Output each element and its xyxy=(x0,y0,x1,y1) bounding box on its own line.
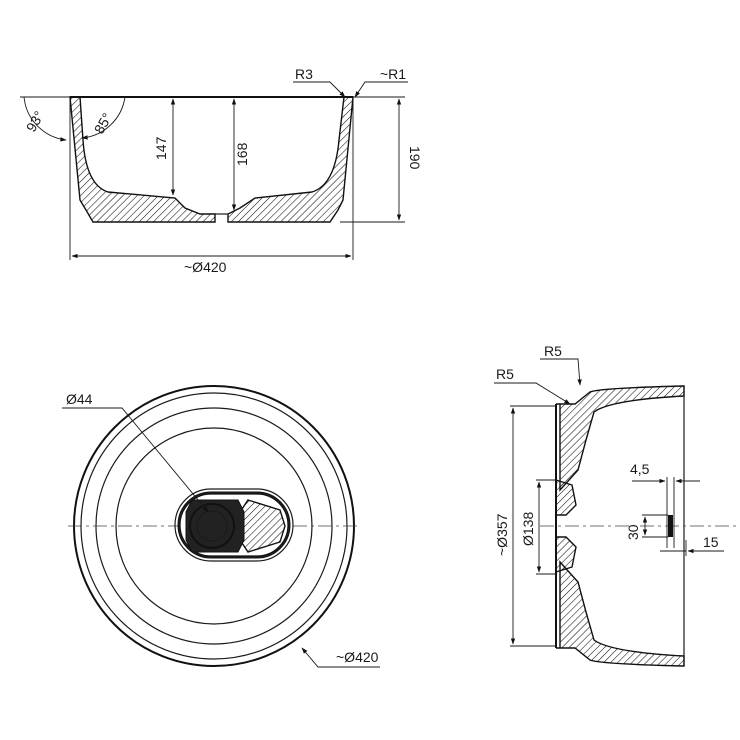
outer-diameter-label: ~Ø420 xyxy=(336,649,379,665)
diameter-label: ~Ø420 xyxy=(184,259,227,275)
radius-right-label: ~R1 xyxy=(380,66,406,82)
radius-side-label: R5 xyxy=(496,366,514,382)
height-label: 190 xyxy=(407,146,423,170)
depth-a-label: 147 xyxy=(153,136,169,160)
depth-b-label: 168 xyxy=(234,142,250,166)
detail-offset-label: 15 xyxy=(703,534,719,550)
angle-outer-label: 93° xyxy=(23,108,47,134)
detail-width-label: 4,5 xyxy=(630,461,650,477)
section-view: R5 R5 ~Ø357 Ø138 4,5 30 15 xyxy=(494,343,740,667)
drain-diameter-label: Ø44 xyxy=(66,391,93,407)
angle-inner-label: 85° xyxy=(91,110,115,136)
diameter-large-label: ~Ø357 xyxy=(494,513,510,556)
detail-height-label: 30 xyxy=(625,524,641,540)
bowl-section xyxy=(69,96,354,223)
diameter-small-label: Ø138 xyxy=(520,512,536,546)
drain-assembly xyxy=(174,488,294,562)
detail-slot xyxy=(632,477,724,556)
radius-left-label: R3 xyxy=(295,66,313,82)
radius-top-label: R5 xyxy=(544,343,562,359)
top-view: Ø44 ~Ø420 xyxy=(62,385,380,668)
side-view: 93° 85° R3 ~R1 147 168 190 ~Ø420 xyxy=(20,66,423,275)
